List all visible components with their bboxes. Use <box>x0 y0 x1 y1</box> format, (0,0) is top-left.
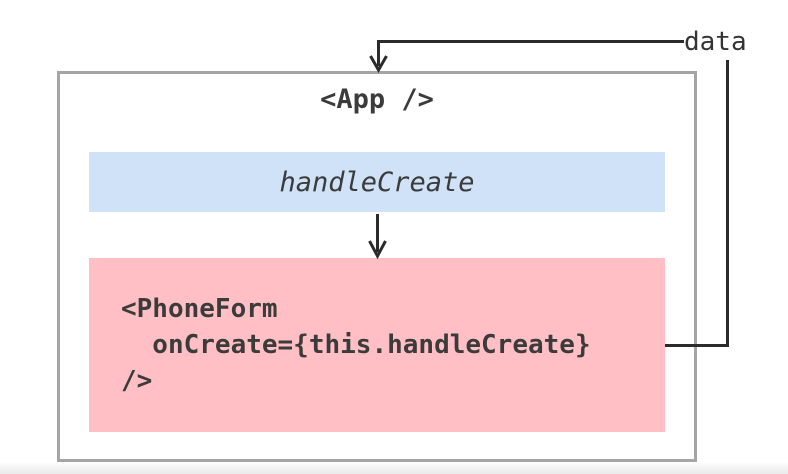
handle-create-label: handleCreate <box>279 166 475 198</box>
phone-form-code-line-2: onCreate={this.handleCreate} <box>121 330 591 360</box>
handle-create-box: handleCreate <box>89 152 665 212</box>
phone-form-box: <PhoneForm onCreate={this.handleCreate} … <box>89 258 665 432</box>
phone-form-code-line-3: /> <box>121 366 153 396</box>
data-loop-line-top <box>377 40 686 66</box>
phone-form-code-line-1: <PhoneForm <box>121 294 278 324</box>
data-into-app-arrowhead-icon <box>369 55 388 74</box>
data-flow-label: data <box>684 27 747 57</box>
page-bottom-edge <box>0 463 788 474</box>
app-component-label: <App /> <box>320 84 434 115</box>
